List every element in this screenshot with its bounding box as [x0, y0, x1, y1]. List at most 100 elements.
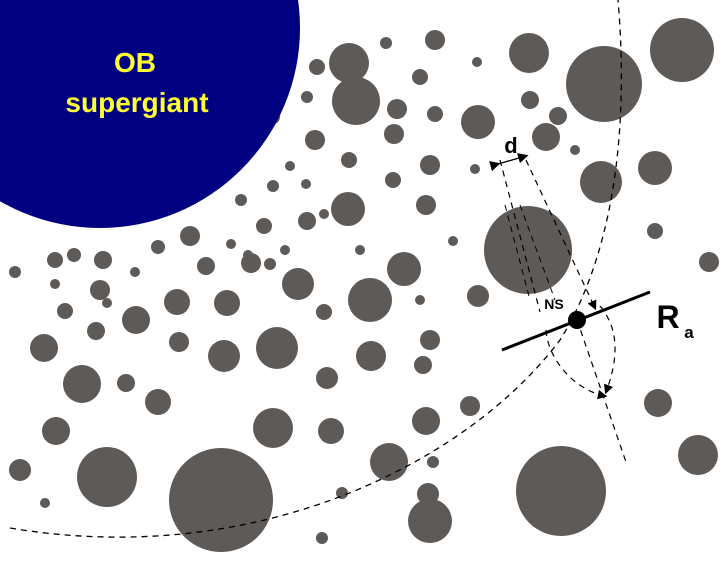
wind-clump	[420, 330, 440, 350]
wind-clump	[47, 252, 63, 268]
orbit-arc	[9, 0, 622, 538]
wind-clump	[370, 443, 408, 481]
wake-curve-left	[545, 329, 608, 400]
wind-clump	[164, 289, 190, 315]
wind-clump	[484, 206, 572, 294]
wind-clump	[521, 91, 539, 109]
accretion-trail-left	[499, 159, 541, 313]
wind-clump	[644, 389, 672, 417]
wind-clump	[94, 251, 112, 269]
wind-clump	[169, 448, 273, 552]
wind-clump	[122, 306, 150, 334]
wind-clump	[566, 46, 642, 122]
wind-clump	[235, 194, 247, 206]
wind-clump	[30, 334, 58, 362]
wind-clump	[678, 435, 718, 475]
accretion-trail-inner1	[504, 204, 531, 301]
wind-clump	[412, 407, 440, 435]
wind-clump	[647, 223, 663, 239]
wind-clump	[467, 285, 489, 307]
wind-clump	[415, 295, 425, 305]
wind-clump	[102, 298, 112, 308]
wind-clump	[9, 266, 21, 278]
width-indicator	[489, 153, 529, 172]
wind-clump	[470, 164, 480, 174]
neutron-star-label: NS	[544, 296, 563, 312]
wind-clump	[180, 226, 200, 246]
wind-clump	[414, 356, 432, 374]
wind-clump	[298, 212, 316, 230]
wind-clump	[264, 258, 276, 270]
wind-clump	[448, 236, 458, 246]
wind-clump	[151, 240, 165, 254]
wind-clump	[253, 408, 293, 448]
wind-clump	[699, 252, 719, 272]
wind-clump	[408, 499, 452, 543]
wind-clump	[169, 332, 189, 352]
wind-clump	[348, 278, 392, 322]
wind-clump	[301, 179, 311, 189]
wind-clump	[341, 152, 357, 168]
wind-clump	[282, 268, 314, 300]
star-label-line1: OB	[114, 47, 156, 78]
wind-clump	[214, 290, 240, 316]
wind-clump	[516, 446, 606, 536]
wind-clump	[460, 396, 480, 416]
wind-clump	[385, 172, 401, 188]
wake-curve-right	[599, 305, 616, 395]
wind-clump	[241, 253, 261, 273]
wind-clump	[316, 304, 332, 320]
wind-clump	[42, 417, 70, 445]
wind-clump	[356, 341, 386, 371]
wind-clump	[316, 367, 338, 389]
wind-clump	[412, 69, 428, 85]
wind-clump	[319, 209, 329, 219]
wind-clump	[332, 77, 380, 125]
wind-clump	[384, 124, 404, 144]
wind-clump	[420, 155, 440, 175]
wind-clump	[309, 59, 325, 75]
wind-clump	[280, 245, 290, 255]
accretion-radius-subscript: a	[684, 323, 694, 342]
wind-clump	[427, 106, 443, 122]
wind-clump	[77, 447, 137, 507]
wind-clump	[355, 245, 365, 255]
wind-clump	[509, 33, 549, 73]
wind-clump	[427, 456, 439, 468]
neutron-star	[568, 311, 586, 329]
wind-clump	[316, 532, 328, 544]
wind-clump	[331, 192, 365, 226]
accretion-trail-inner2	[519, 204, 556, 301]
wind-clump	[461, 105, 495, 139]
wind-clump	[67, 248, 81, 262]
wake-line	[576, 319, 627, 463]
wind-clumps	[9, 18, 719, 552]
wind-clump	[318, 418, 344, 444]
wind-clump	[416, 195, 436, 215]
wind-clump	[387, 99, 407, 119]
wind-clump	[638, 151, 672, 185]
wind-clump	[285, 161, 295, 171]
wind-clump	[145, 389, 171, 415]
stream-width-label: d	[504, 133, 517, 158]
wind-clump	[301, 91, 313, 103]
accretion-trail-right	[525, 159, 597, 311]
wind-clump	[336, 487, 348, 499]
wind-clump	[387, 252, 421, 286]
wind-clump	[57, 303, 73, 319]
wind-clump	[532, 123, 560, 151]
wind-clump	[256, 218, 272, 234]
wind-clump	[329, 43, 369, 83]
wind-clump	[226, 239, 236, 249]
wind-clump	[197, 257, 215, 275]
wind-clump	[9, 459, 31, 481]
accretion-radius-symbol: R	[656, 299, 679, 335]
wind-clump	[472, 57, 482, 67]
star-label-line2: supergiant	[65, 87, 208, 118]
wind-clump	[570, 145, 580, 155]
wind-clump	[87, 322, 105, 340]
wind-clump	[380, 37, 392, 49]
wind-clump	[256, 327, 298, 369]
wind-clump	[40, 498, 50, 508]
